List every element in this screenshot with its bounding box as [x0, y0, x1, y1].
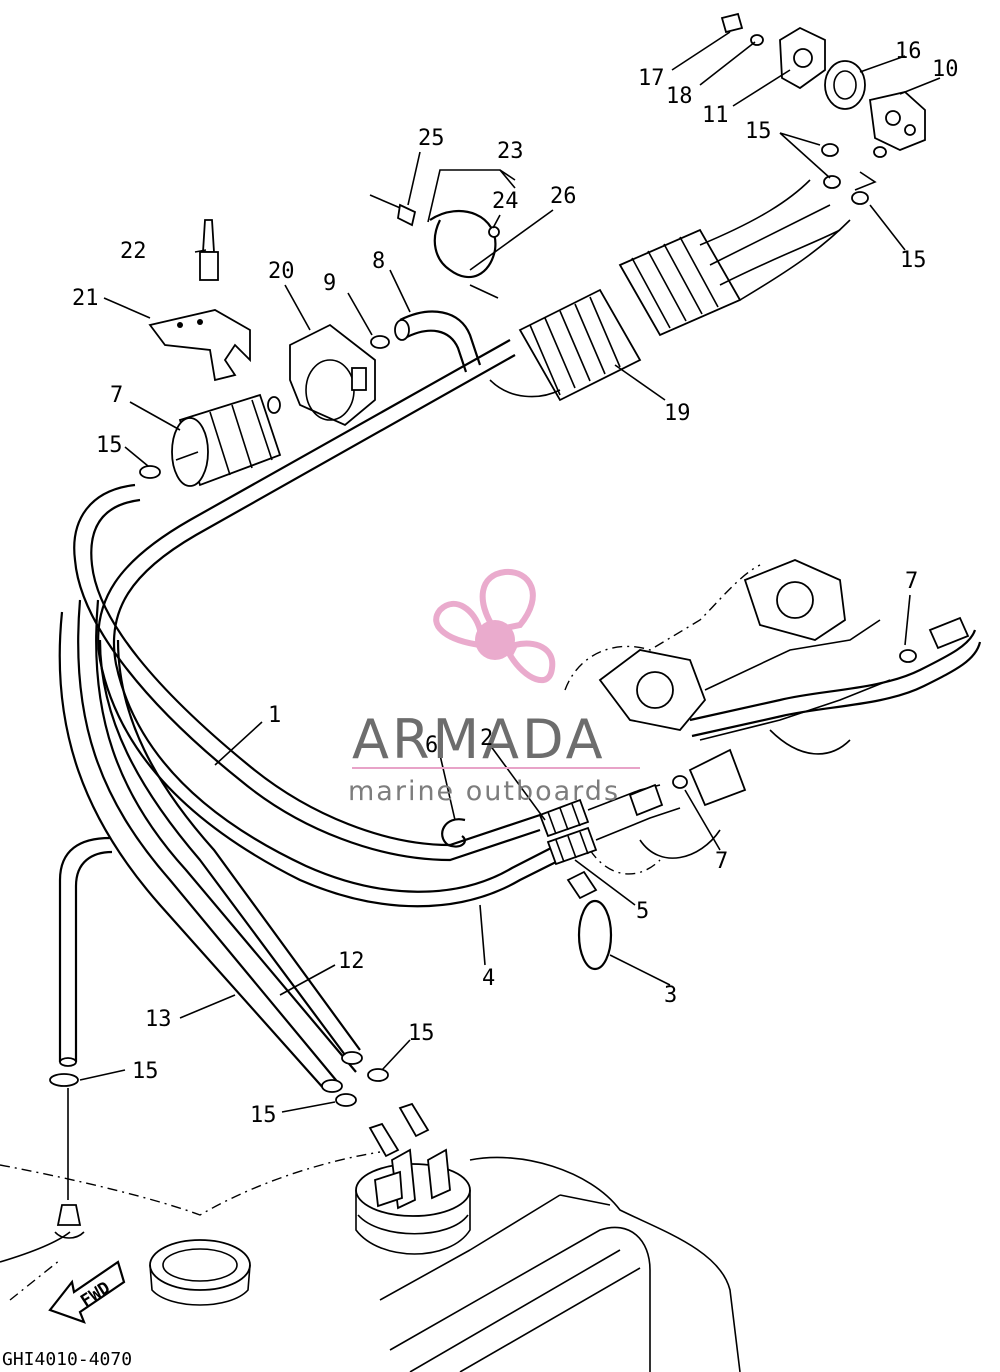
- watermark-subtitle: marine outboards: [348, 776, 620, 807]
- tie-band-23: [369, 194, 500, 299]
- callout-6: 6: [425, 733, 438, 758]
- callout-12: 11: [702, 103, 729, 128]
- callout-11: 10: [932, 57, 959, 82]
- callout-15-left: 15: [96, 433, 123, 458]
- fuel-tank: [0, 1148, 741, 1372]
- bracket-21: [148, 309, 251, 382]
- callout-7-lower: 7: [715, 849, 728, 874]
- vent-hose: [58, 836, 113, 1067]
- filter-bracket-20: [289, 323, 376, 427]
- callout-24: 24: [492, 189, 519, 214]
- diagram-code: GHI4010-4070: [2, 1349, 132, 1370]
- cables-2-5: [538, 783, 681, 866]
- callout-15-bottom: 15: [250, 1103, 277, 1128]
- callout-16: 16: [895, 39, 922, 64]
- callout-15-bottom-center: 15: [408, 1021, 435, 1046]
- callout-20: 20: [268, 259, 295, 284]
- callout-8: 7: [110, 383, 123, 408]
- clip-6: [441, 818, 466, 848]
- callout-1: 1: [268, 703, 281, 728]
- callout-19: 19: [664, 401, 691, 426]
- callout-15-bottom-left: 15: [132, 1059, 159, 1084]
- pin-22: [199, 219, 219, 281]
- callout-25: 25: [418, 126, 445, 151]
- fuel-hoses-13-14: [58, 599, 363, 1093]
- hose-clamps-15: [49, 465, 430, 1158]
- callout-15-top: 15: [745, 119, 772, 144]
- callout-14: 13: [145, 1007, 172, 1032]
- callout-17: 17: [638, 66, 665, 91]
- leader-lines: [67, 31, 941, 1200]
- callout-numbers: 17 18 11 16 10 15 15 25 23 24 26 22 21 2…: [72, 39, 959, 1128]
- callout-21: 21: [72, 286, 99, 311]
- callout-2: 2: [480, 726, 493, 751]
- callout-18: 18: [666, 84, 693, 109]
- callout-23: 23: [497, 139, 524, 164]
- fuel-filter-8: [171, 393, 282, 487]
- callout-22: 22: [120, 239, 147, 264]
- callout-7-upper: 7: [905, 569, 918, 594]
- clamp-10: [370, 335, 390, 349]
- callout-15-right: 15: [900, 248, 927, 273]
- fwd-arrow-icon: FWD: [48, 1260, 126, 1324]
- callout-4: 4: [482, 966, 495, 991]
- callout-13: 12: [338, 949, 365, 974]
- callout-10: 9: [323, 271, 336, 296]
- callout-3: 3: [664, 983, 677, 1008]
- watermark-title: ARMADA: [352, 708, 606, 771]
- callout-9: 8: [372, 249, 385, 274]
- armada-watermark: ARMADA marine outboards: [348, 568, 640, 807]
- fwd-label: FWD: [77, 1278, 114, 1312]
- carburetor-assembly: [564, 559, 982, 875]
- cable-clamp-3: [566, 870, 613, 971]
- callout-26: 26: [550, 184, 577, 209]
- callout-5: 5: [636, 899, 649, 924]
- propeller-logo-icon: [433, 568, 556, 683]
- valve-parts-top-right: [720, 12, 926, 205]
- hose-9: [394, 310, 482, 373]
- fuel-hose-4: [97, 339, 561, 908]
- bellows-19: [489, 179, 851, 402]
- fuel-hose-1: [73, 483, 541, 862]
